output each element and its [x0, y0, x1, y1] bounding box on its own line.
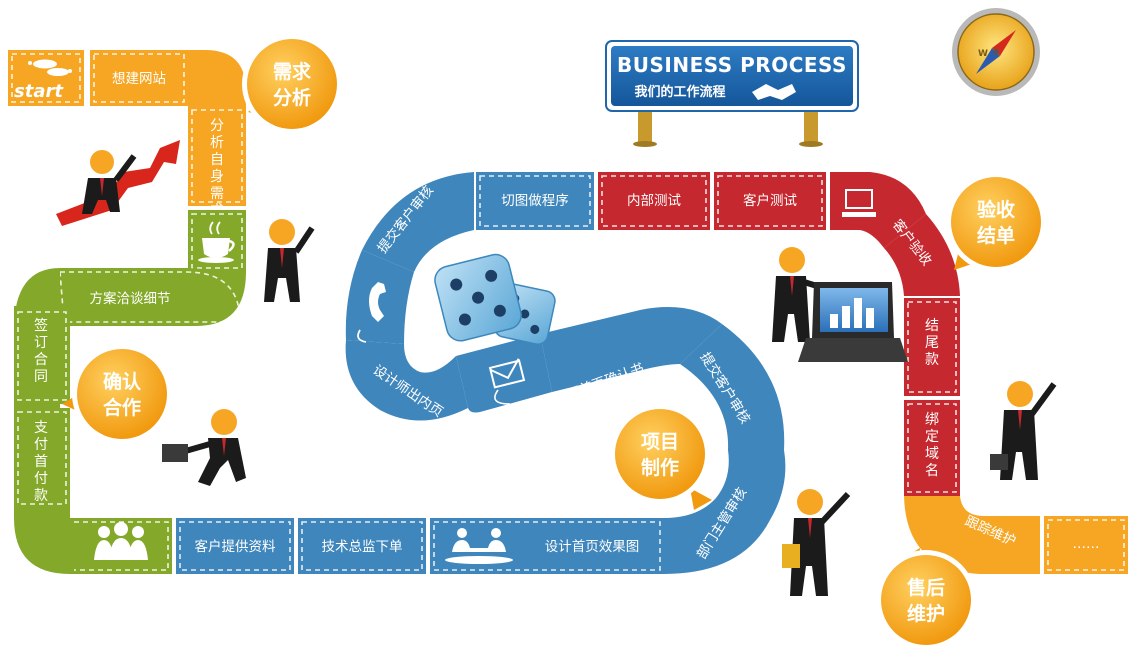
step-cut-program: 切图做程序: [476, 172, 594, 230]
start-label: start: [14, 81, 64, 102]
bubble-line: 维护: [907, 602, 945, 625]
step-label: 设计首页效果图: [545, 539, 640, 555]
step-label: 客户测试: [743, 192, 797, 209]
compass-icon: W: [952, 8, 1040, 96]
step-plan-details: 方案洽谈细节: [59, 268, 246, 326]
bubble-line: 需求: [273, 60, 312, 83]
step-computer: [830, 172, 926, 248]
step-label: 客户提供资料: [195, 538, 276, 555]
bubble-demand: 需求 分析: [242, 34, 342, 134]
step-label: 切图做程序: [501, 193, 569, 209]
bubble-line: 分析: [273, 86, 311, 109]
telephone-icon: [357, 282, 386, 343]
start-cell: start: [8, 50, 84, 106]
computer-icon: [842, 189, 876, 217]
step-more: ……: [1044, 516, 1128, 574]
step-people: [14, 508, 172, 574]
coffee-cup-icon: [198, 221, 235, 263]
sign-title: BUSINESS PROCESS: [617, 53, 847, 77]
bubble-line: 验收: [977, 198, 1015, 221]
step-envelope: [456, 334, 552, 413]
bubble-line: 制作: [641, 456, 679, 479]
dice-icon: [434, 253, 556, 345]
step-bind-domain: 绑定域名: [904, 400, 960, 496]
step-sign-contract: 签订合同: [14, 306, 70, 404]
bubble-line: 项目: [641, 431, 679, 453]
step-client-accept: 客户验收: [884, 214, 960, 296]
step-label: 签订合同: [34, 317, 48, 385]
step-tech-director: 技术总监下单: [298, 518, 426, 574]
step-design-inner: 设计师出内页: [345, 340, 468, 421]
step-want-site: 想建网站: [90, 50, 188, 106]
bubble-project: 项目 制作: [610, 404, 712, 510]
bubble-line: 售后: [906, 576, 945, 599]
bubble-line: 结单: [977, 224, 1015, 247]
step-internal-test: 内部测试: [598, 172, 710, 230]
bubble-aftersale: 售后 维护: [876, 548, 976, 650]
envelope-icon: [488, 358, 526, 405]
step-coffee: [188, 210, 246, 272]
step-label: 方案洽谈细节: [90, 290, 171, 307]
step-label: ……: [1073, 536, 1100, 552]
step-label: 技术总监下单: [322, 539, 403, 555]
trend-arrow-icon: [56, 140, 180, 226]
bubble-line: 确认: [103, 370, 141, 393]
step-submit-review-1: 提交客户审核: [362, 172, 474, 272]
step-pay-deposit: 支付首付款: [14, 408, 70, 508]
step-design-home: 设计首页效果图: [430, 518, 664, 574]
step-label: 想建网站: [112, 71, 166, 87]
footprint-icon: [28, 59, 72, 76]
bubble-line: 合作: [103, 396, 141, 419]
handshake-icon: [752, 84, 796, 100]
businessman-icon: [82, 150, 1057, 596]
step-label: 分析自身需求: [210, 118, 224, 219]
sign-subtitle: 我们的工作流程: [634, 84, 725, 100]
step-label: 内部测试: [627, 193, 681, 209]
step-final-payment: 结尾款: [904, 298, 960, 396]
step-telephone: [345, 250, 414, 344]
step-analyze-needs: 分析自身需求: [188, 106, 246, 219]
step-client-materials: 客户提供资料: [176, 518, 294, 574]
svg-text:W: W: [978, 49, 988, 59]
step-label: 绑定域名: [925, 412, 939, 479]
step-label: 结尾款: [925, 318, 939, 368]
step-label: 支付首付款: [34, 420, 48, 504]
meeting-icon: [445, 528, 513, 564]
people-group-icon: [94, 522, 148, 560]
bubble-accept: 验收 结单: [946, 172, 1046, 272]
step-client-test: 客户测试: [714, 172, 826, 230]
laptop-icon: [798, 282, 908, 362]
business-process-sign: BUSINESS PROCESS 我们的工作流程: [605, 40, 859, 147]
bubble-confirm: 确认 合作: [62, 344, 172, 444]
